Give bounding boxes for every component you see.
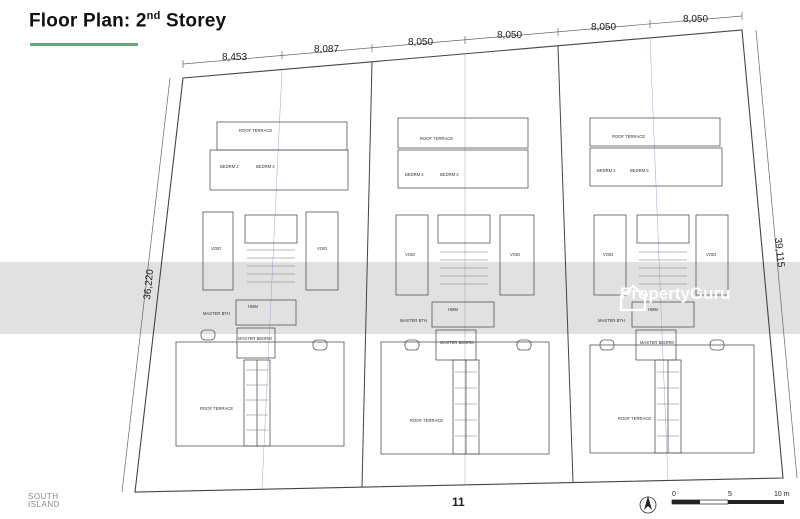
unit3-master-bath: MASTER BTH [598, 318, 625, 323]
left-dimension: 36,220 [142, 268, 156, 300]
unit3-bedrm3: BEDRM 3 [630, 168, 649, 173]
site-boundary [134, 29, 784, 493]
unit2-bedrm3: BEDRM 3 [440, 172, 459, 177]
top-dimension-1: 8,453 [222, 52, 247, 63]
unit1-void-right: VOID [317, 246, 327, 251]
unit-divider-2 [557, 45, 574, 483]
top-dimension-5: 8,050 [591, 22, 616, 33]
watermark-text: PropertyGuru [620, 284, 731, 303]
watermark-band [0, 262, 800, 334]
unit1-master-bath: MASTER BTH [203, 311, 230, 316]
unit1-void-left: VOID [211, 246, 221, 251]
scale-label-0: 0 [672, 491, 676, 498]
unit-3 [589, 117, 755, 454]
page-title: Floor Plan: 2nd Storey [29, 10, 227, 32]
unit1-bedrm3: BEDRM 3 [256, 164, 275, 169]
title-underline [30, 43, 138, 46]
unit-divider-1 [361, 61, 373, 488]
unit3-hmm: HMM [648, 307, 659, 312]
unit-2 [380, 117, 550, 455]
unit1-roof-terrace-top: ROOF TERRACE [239, 128, 272, 133]
top-dimension-ticks [182, 12, 743, 68]
unit3-roof-terrace-top: ROOF TERRACE [612, 134, 645, 139]
north-arrow-icon [639, 496, 657, 514]
lot-number: 11 [452, 495, 465, 509]
left-dimension-line [121, 77, 171, 493]
unit2-hmm: HMM [448, 307, 459, 312]
propertyguru-logo-icon [619, 284, 647, 312]
top-dimension-line [182, 15, 743, 65]
unit2-void-right: VOID [510, 252, 520, 257]
unit3-bedrm2: BEDRM 2 [597, 168, 616, 173]
unit2-master-bedrm: MASTER BEDRM [440, 340, 474, 345]
unit2-bedrm2: BEDRM 2 [405, 172, 424, 177]
grid-lines [261, 37, 669, 489]
unit1-roof-terrace-bottom: ROOF TERRACE [200, 406, 233, 411]
scale-label-10: 10 m [774, 491, 790, 498]
unit2-void-left: VOID [405, 252, 415, 257]
unit3-void-left: VOID [603, 252, 613, 257]
unit1-master-bedrm: MASTER BEDRM [238, 336, 272, 341]
unit2-roof-terrace-bottom: ROOF TERRACE [410, 418, 443, 423]
top-dimension-4: 8,050 [497, 30, 522, 41]
unit2-roof-terrace-top: ROOF TERRACE [420, 136, 453, 141]
scale-label-5: 5 [728, 491, 732, 498]
top-dimension-2: 8,087 [314, 44, 339, 55]
unit3-roof-terrace-bottom: ROOF TERRACE [618, 416, 651, 421]
top-dimension-3: 8,050 [408, 37, 433, 48]
unit-1 [175, 121, 349, 447]
unit2-master-bath: MASTER BTH [400, 318, 427, 323]
right-dimension: 39,115 [772, 237, 786, 268]
unit1-bedrm2: BEDRM 2 [220, 164, 239, 169]
unit1-hmm: HMM [248, 304, 259, 309]
unit3-master-bedrm: MASTER BEDRM [640, 340, 674, 345]
top-dimension-6: 8,050 [683, 14, 708, 25]
scale-bar [671, 499, 784, 505]
right-dimension-line [755, 29, 798, 479]
unit3-void-right: VOID [706, 252, 716, 257]
